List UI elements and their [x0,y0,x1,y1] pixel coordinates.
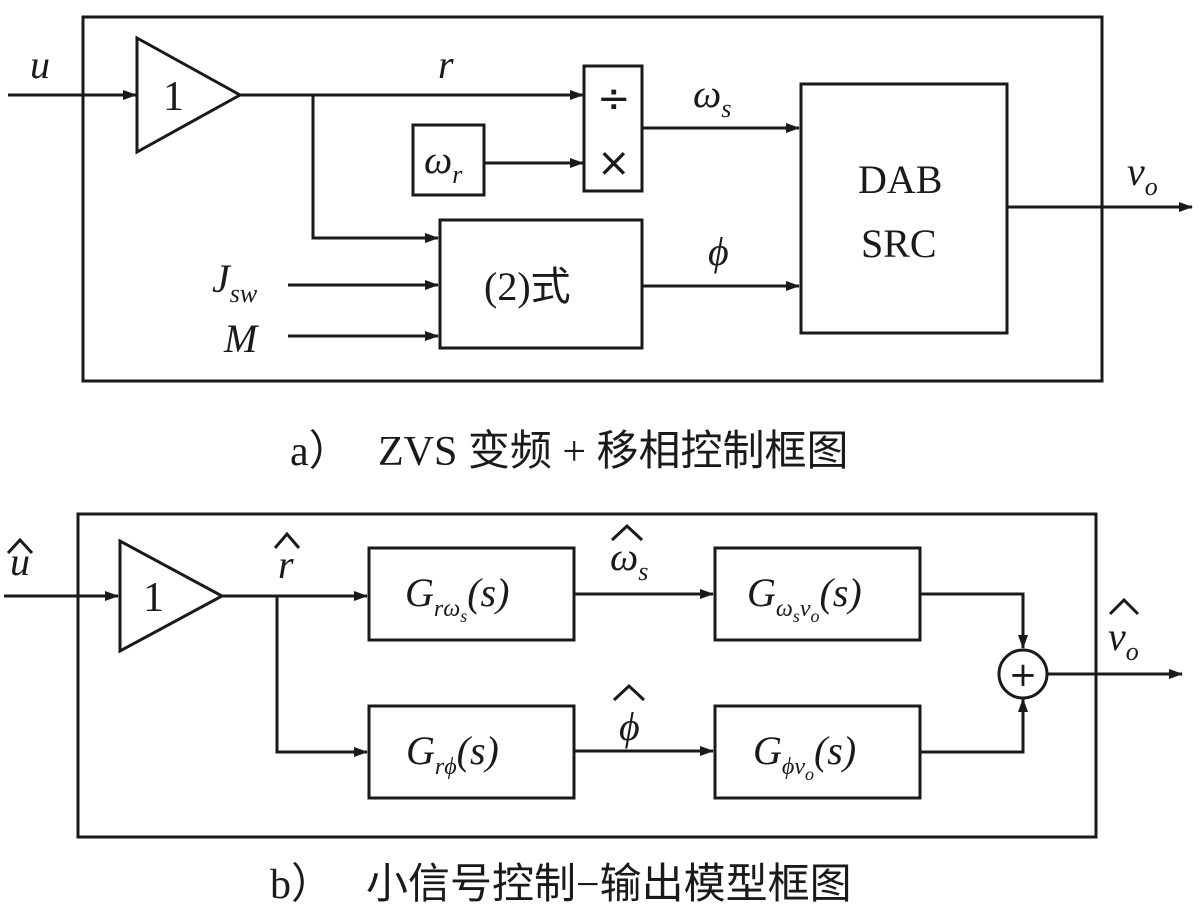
arrow-lower-to-sum [920,698,1028,754]
caption-b-text: 小信号控制−输出模型框图 [366,862,852,908]
input-u-hat-label: u [10,539,30,584]
caption-a-letter: a） [290,429,351,475]
omega-s-label: ωs [693,71,731,123]
phi-label: ϕ [708,229,729,274]
gain-triangle-b [118,538,226,654]
gain-b-label: 1 [143,575,164,621]
g-phi-v-o-label: Gϕvo(s) [753,728,856,784]
sum-plus-symbol: + [1009,655,1038,695]
gain-triangle-a [135,35,244,155]
v-o-label: vo [1127,149,1158,201]
caption-b-letter: b） [270,862,333,908]
diagram-a-frame [81,15,1104,383]
v-o-hat-accent [1108,597,1140,616]
input-u-label: u [30,42,50,87]
g-r-omega-s-block [367,546,576,642]
dab-src-block [799,82,1009,335]
omega-s-hat-label: ωs [610,534,648,586]
m-label: M [223,316,260,361]
phi-hat-label: ϕ [619,704,640,749]
omega-s-hat-accent [610,523,644,542]
g-r-phi-label: Grϕ(s) [406,728,499,780]
r-hat-accent [273,531,301,549]
g-omega-s-v-o-label: Gωsvo(s) [747,570,862,626]
equation-2-label: (2)式 [484,264,571,309]
u-hat-accent [6,537,34,555]
omega-r-label: ωr [424,137,463,189]
phi-hat-accent [612,683,646,702]
caption-a-text: ZVS 变频 + 移相控制框图 [378,428,849,475]
omega-r-block [411,123,486,197]
dab-label: DAB [858,157,942,202]
gain-a-label: 1 [163,74,184,120]
divide-symbol: ÷ [597,76,631,122]
g-omega-s-v-o-block [713,546,922,642]
g-phi-v-o-block [713,704,922,800]
src-label: SRC [861,221,937,266]
r-hat-label: r [278,542,294,587]
diagram-b-frame [76,512,1098,839]
equation-2-block [438,218,644,350]
arrow-upper-to-sum [920,592,1028,649]
multiply-symbol: × [597,140,631,186]
signal-r-label: r [438,42,454,87]
arrow-r-hat-to-g-rphi [275,596,368,757]
g-r-omega-s-label: Grωs(s) [405,570,509,626]
j-sw-label: Jsw [212,256,258,308]
arrow-r-to-eq-block [311,95,439,243]
v-o-hat-label: vo [1108,614,1139,666]
